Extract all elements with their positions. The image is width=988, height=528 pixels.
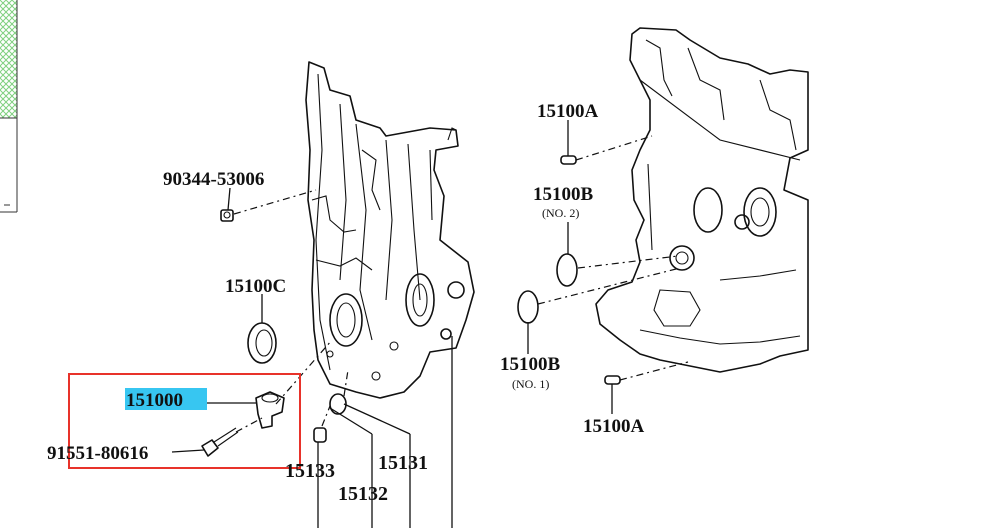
- timing-chain-cover[interactable]: [305, 61, 475, 399]
- side-panel: [0, 0, 18, 213]
- label-15132[interactable]: 15132: [338, 483, 388, 505]
- label-15100a-top[interactable]: 15100A: [537, 101, 599, 122]
- label-highlight: [125, 388, 207, 410]
- label-15100b-top-note: (NO. 2): [542, 206, 579, 220]
- highlight-frame: [68, 373, 301, 469]
- bolt-91551[interactable]: [201, 427, 239, 457]
- oring-15100b-no1[interactable]: [517, 290, 539, 324]
- engine-block: [595, 27, 809, 373]
- assembly-lines: [233, 135, 689, 433]
- sensor-151000[interactable]: [255, 391, 285, 429]
- plug-15132[interactable]: [313, 427, 327, 443]
- oring-15100b-no2[interactable]: [556, 253, 578, 287]
- pin-15100a-top[interactable]: [560, 155, 577, 165]
- label-15133[interactable]: 15133: [285, 460, 335, 482]
- label-15100a-bottom[interactable]: 15100A: [583, 416, 645, 437]
- washer-15131[interactable]: [329, 393, 347, 415]
- label-15100b-bottom[interactable]: 15100B: [500, 354, 561, 375]
- label-91551-80616[interactable]: 91551-80616: [47, 443, 148, 464]
- label-15131[interactable]: 15131: [378, 452, 428, 474]
- label-90344-53006[interactable]: 90344-53006: [163, 169, 264, 190]
- label-151000[interactable]: 151000: [126, 390, 183, 411]
- label-15100c[interactable]: 15100C: [225, 276, 286, 297]
- nut-90344[interactable]: [220, 209, 234, 222]
- pin-15100a-bottom[interactable]: [604, 375, 621, 385]
- seal-15100c[interactable]: [247, 322, 277, 364]
- label-15100b-bottom-note: (NO. 1): [512, 377, 549, 391]
- leader-lines: [171, 120, 613, 528]
- label-15100b-top[interactable]: 15100B: [533, 184, 594, 205]
